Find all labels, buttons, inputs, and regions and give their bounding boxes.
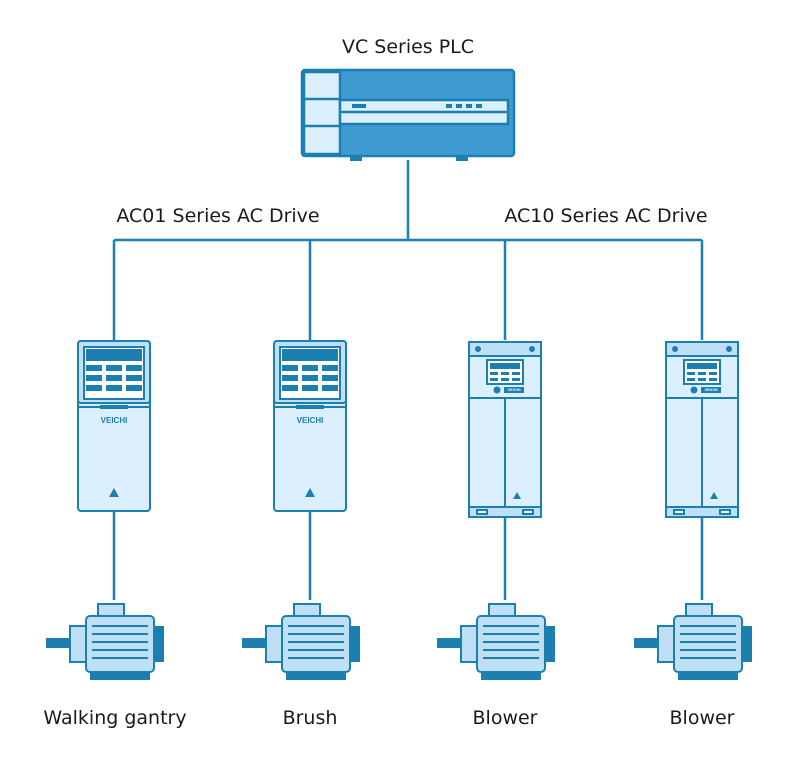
drive-ac01-1 [77, 340, 151, 512]
drive-brand-1: VEICHI [101, 416, 128, 425]
drive-brand-3: VEICHI [507, 387, 520, 392]
drive-ac10-1 [468, 341, 542, 518]
motor-label-2: Brush [282, 707, 338, 729]
drive-brand-2: VEICHI [297, 416, 324, 425]
motor-3 [436, 603, 556, 681]
motor-4 [633, 603, 753, 681]
plc-unit [300, 68, 516, 161]
wiring [112, 160, 704, 600]
drive-ac01-2 [273, 340, 347, 512]
motor-label-4: Blower [669, 707, 735, 729]
motor-label-1: Walking gantry [43, 707, 187, 729]
drive-ac10-2 [665, 341, 739, 518]
motor-1 [45, 603, 165, 681]
plc-label: VC Series PLC [341, 36, 475, 58]
motor-2 [241, 603, 361, 681]
drive-brand-4: VEICHI [704, 387, 717, 392]
motor-label-3: Blower [472, 707, 538, 729]
group-label-ac10: AC10 Series AC Drive [504, 205, 708, 227]
group-label-ac01: AC01 Series AC Drive [116, 205, 320, 227]
